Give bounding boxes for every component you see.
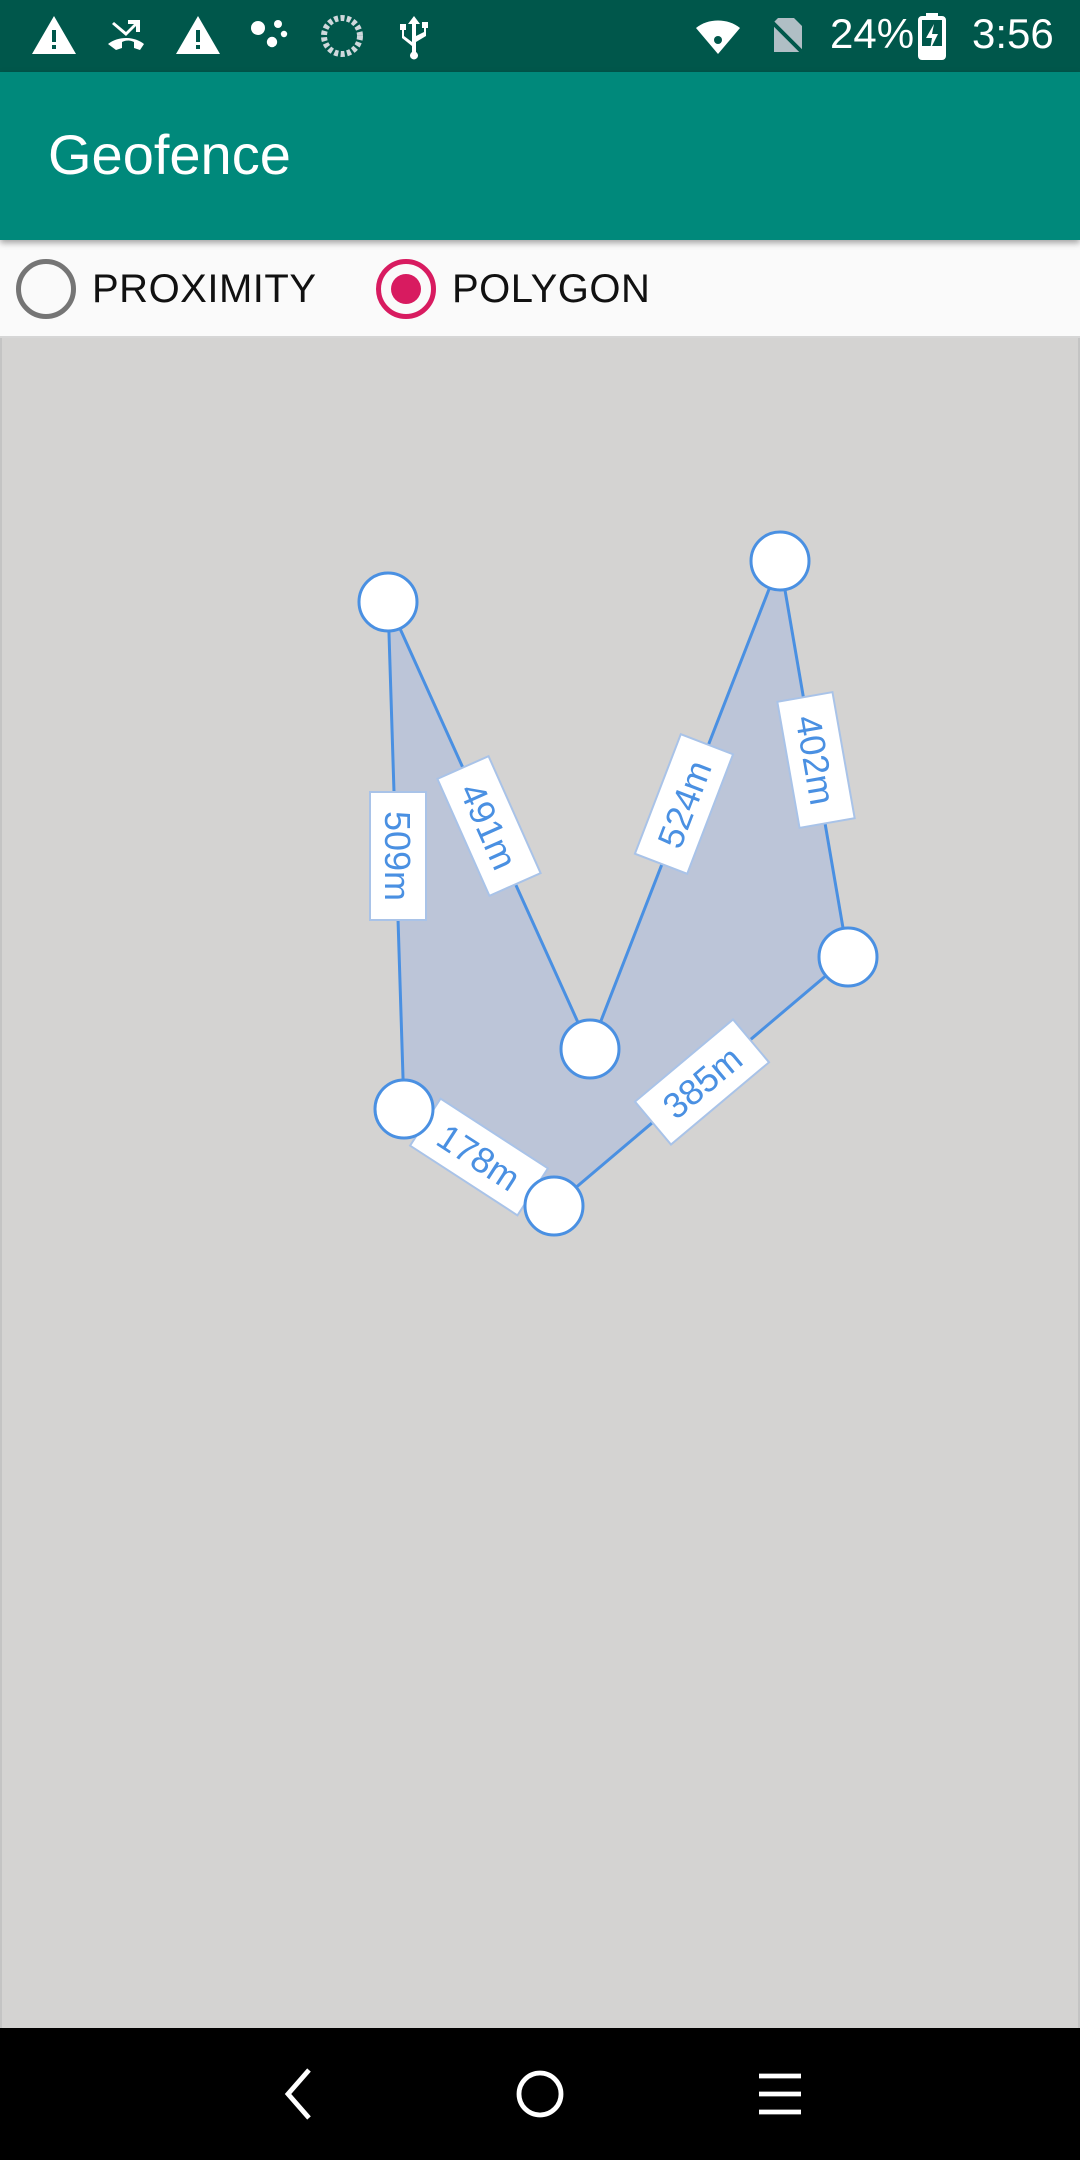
polygon-label: POLYGON [452,266,651,311]
edge-label: 402m [776,690,856,830]
system-nav-bar [0,2028,1080,2160]
no-sim-icon [764,12,812,60]
edge-label: 509m [369,791,427,921]
polygon-option[interactable]: POLYGON [376,256,650,322]
polygon-vertex-handle[interactable] [559,1018,621,1080]
usb-icon [390,12,438,60]
warning-icon [174,12,222,60]
missed-call-icon [102,12,150,60]
geofence-polygon-layer: 509m 491m 524m 402m 385m 178m [357,530,879,1237]
status-bar: 24% 3:56 [0,0,1080,72]
app-bar: Geofence [0,72,1080,240]
edge-label: 385m [633,1018,771,1146]
edge-label: 178m [408,1097,550,1217]
app-title: Geofence [48,123,291,186]
proximity-label: PROXIMITY [92,266,317,311]
edge-label: 491m [436,754,542,898]
polygon-vertex-handle[interactable] [749,530,811,592]
polygon-vertex-handle[interactable] [357,571,419,633]
proximity-radio[interactable] [16,259,76,319]
polygon-vertex-handle[interactable] [817,926,879,988]
wifi-icon [694,12,742,60]
battery-charging-icon [914,12,950,60]
geofence-mode-selector: PROXIMITY POLYGON [0,240,1080,338]
polygon-vertex-handle[interactable] [523,1175,585,1237]
polygon-vertex-handle[interactable] [373,1078,435,1140]
battery-percentage: 24% [830,10,915,57]
warning-icon [30,12,78,60]
home-icon[interactable] [504,2058,576,2130]
sync-icon [318,12,366,60]
clock: 3:56 [972,10,1054,57]
edge-label: 524m [633,732,735,876]
polygon-radio[interactable] [376,259,436,319]
recents-icon[interactable] [744,2058,816,2130]
back-icon[interactable] [264,2058,336,2130]
assistant-icon [246,12,294,60]
map-canvas[interactable]: 509m 491m 524m 402m 385m 178m [0,338,1080,2028]
proximity-option[interactable]: PROXIMITY [16,256,317,322]
edge-label-text: 509m [377,811,418,901]
